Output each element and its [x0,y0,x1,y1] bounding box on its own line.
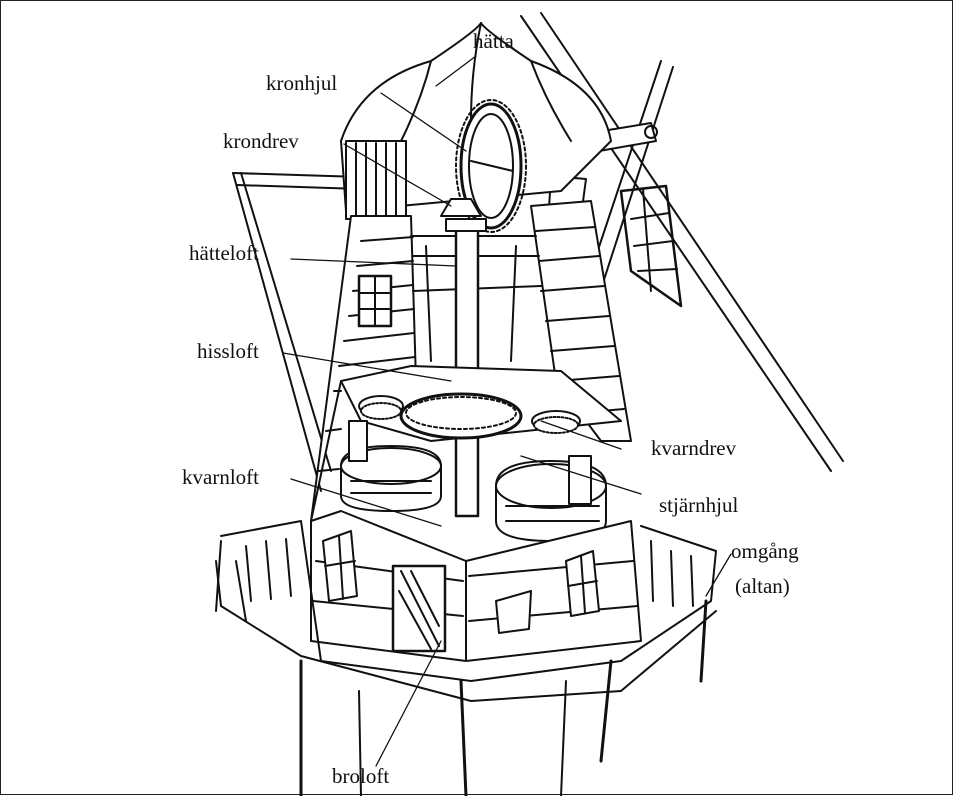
label-hatta: hätta [473,31,514,52]
label-omgang: omgång [731,541,799,562]
label-kronhjul: kronhjul [266,73,337,94]
label-altan: (altan) [735,576,790,597]
label-kvarndrev: kvarndrev [651,438,736,459]
label-hatteloft: hätteloft [189,243,259,264]
label-krondrev: krondrev [223,131,299,152]
label-stjarnhjul: stjärnhjul [659,495,738,516]
label-kvarnloft: kvarnloft [182,467,259,488]
label-hissloft: hissloft [197,341,259,362]
lower-body [311,511,641,661]
label-broloft: broloft [332,766,389,787]
